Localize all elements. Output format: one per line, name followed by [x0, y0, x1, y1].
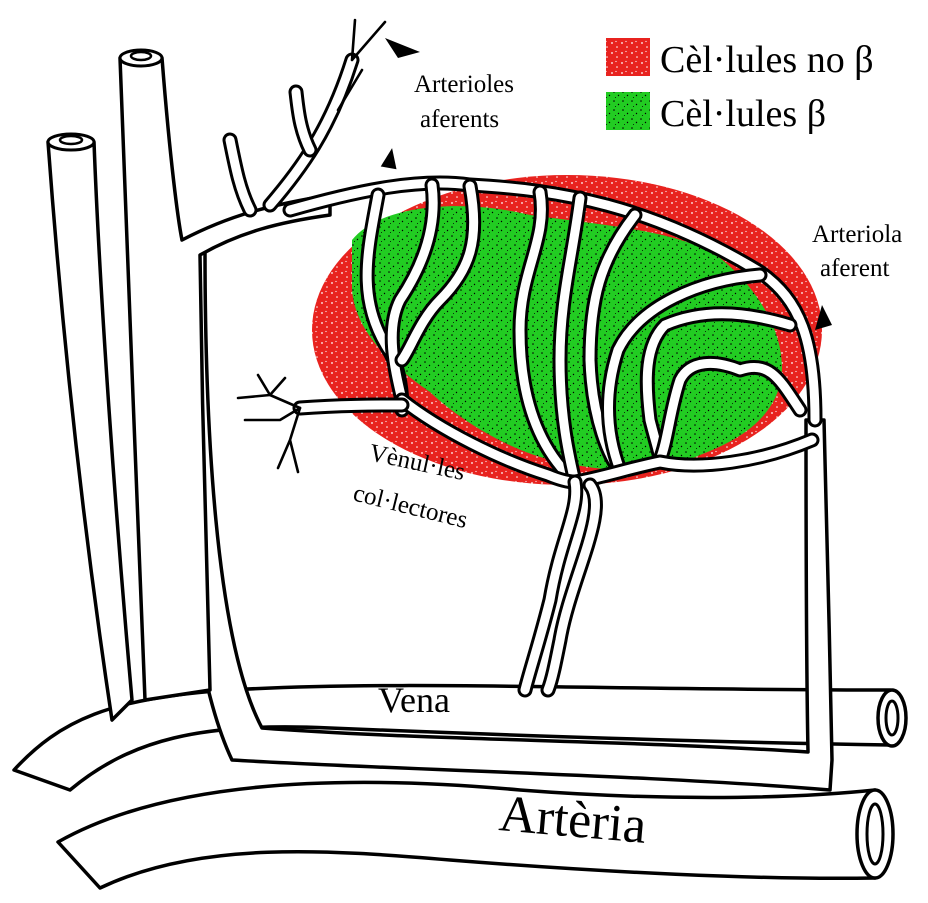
- legend-swatch-non-beta: [606, 38, 650, 76]
- label-venules-line2: col·lectores: [351, 480, 471, 534]
- arrowhead-arterioles-afferent: [381, 147, 400, 169]
- label-arteriola-line1: Arteriola: [812, 221, 902, 248]
- label-arterioles-line1: Arterioles: [414, 71, 514, 98]
- artery-lumen-inner: [867, 804, 883, 864]
- arrowhead-arterioles: [385, 38, 420, 58]
- artery-vessel: [58, 782, 875, 888]
- legend-swatch-beta: [606, 92, 650, 130]
- vein-lumen-inner: [886, 701, 898, 735]
- left-vertical-vessel-outer: [48, 142, 132, 720]
- collector-venule-twigs: [238, 375, 300, 472]
- label-vena: Vena: [378, 680, 450, 720]
- afferent-arteriole-tree: [230, 20, 385, 210]
- left-vessel-outer-lumen-inner: [60, 136, 82, 144]
- legend-label-beta: Cèl·lules β: [660, 93, 826, 135]
- label-arteriola-line2: aferent: [820, 255, 889, 282]
- legend-label-non-beta: Cèl·lules no β: [660, 39, 874, 81]
- label-arterioles-line2: aferents: [420, 106, 499, 133]
- left-vessel-inner-lumen-inner: [131, 52, 151, 60]
